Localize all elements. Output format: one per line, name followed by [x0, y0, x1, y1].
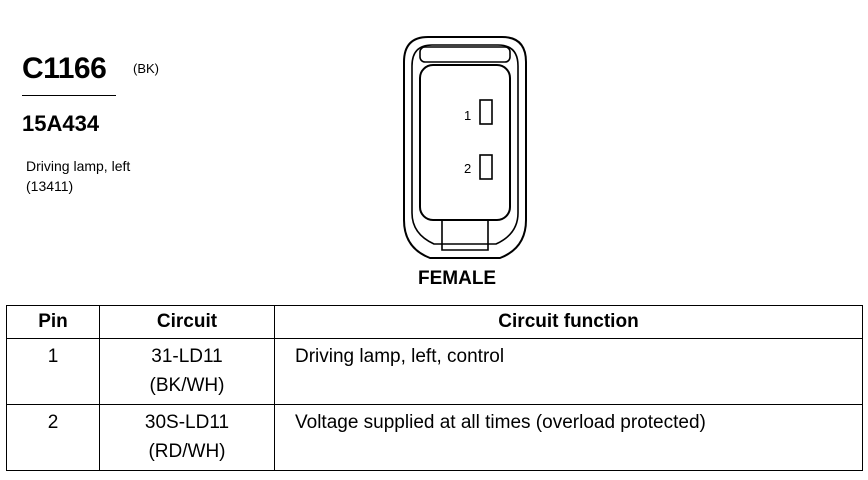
wire-color: (BK/WH) [149, 375, 225, 396]
contact-cavity [419, 64, 511, 221]
pin-2-label: 2 [464, 161, 472, 176]
locking-tab [419, 46, 511, 63]
wire-color: (RD/WH) [148, 441, 226, 462]
pin-cell: 1 [6, 338, 100, 405]
table-row: 1 31-LD11 (BK/WH) Driving lamp, left, co… [6, 338, 863, 405]
function-cell: Voltage supplied at all times (overload … [274, 404, 863, 471]
connector-outer-shell [403, 36, 527, 259]
pinout-table: Pin Circuit Circuit function 1 31-LD11 (… [6, 305, 863, 471]
circuit-cell: 30S-LD11 (RD/WH) [99, 404, 275, 471]
part-number: 15A434 [22, 111, 100, 136]
table-header-row: Pin Circuit Circuit function [6, 305, 863, 339]
circuit-column-header: Circuit [99, 305, 275, 339]
circuit-cell: 31-LD11 (BK/WH) [99, 338, 275, 405]
pin-cell: 2 [6, 404, 100, 471]
connector-id-underline [22, 95, 116, 96]
color-code: (BK) [133, 61, 159, 76]
circuit-number: 30S-LD11 [144, 412, 230, 433]
pin-column-header: Pin [6, 305, 100, 339]
connector-description: Driving lamp, left [26, 158, 131, 174]
connector-id: C1166 [22, 52, 107, 85]
pin-1-terminal [479, 99, 493, 125]
pin-1-label: 1 [464, 108, 472, 123]
table-row: 2 30S-LD11 (RD/WH) Voltage supplied at a… [6, 404, 863, 471]
connector-inner-shell [411, 44, 519, 245]
connector-view-label: FEMALE [418, 268, 497, 289]
keyway [441, 220, 489, 251]
function-cell: Driving lamp, left, control [274, 338, 863, 405]
pin-2-terminal [479, 154, 493, 180]
circuit-number: 31-LD11 [151, 346, 223, 367]
connector-face-drawing [403, 36, 527, 259]
function-column-header: Circuit function [274, 305, 863, 339]
description-code: (13411) [26, 178, 74, 194]
connector-diagram: 1 2 [380, 20, 550, 270]
